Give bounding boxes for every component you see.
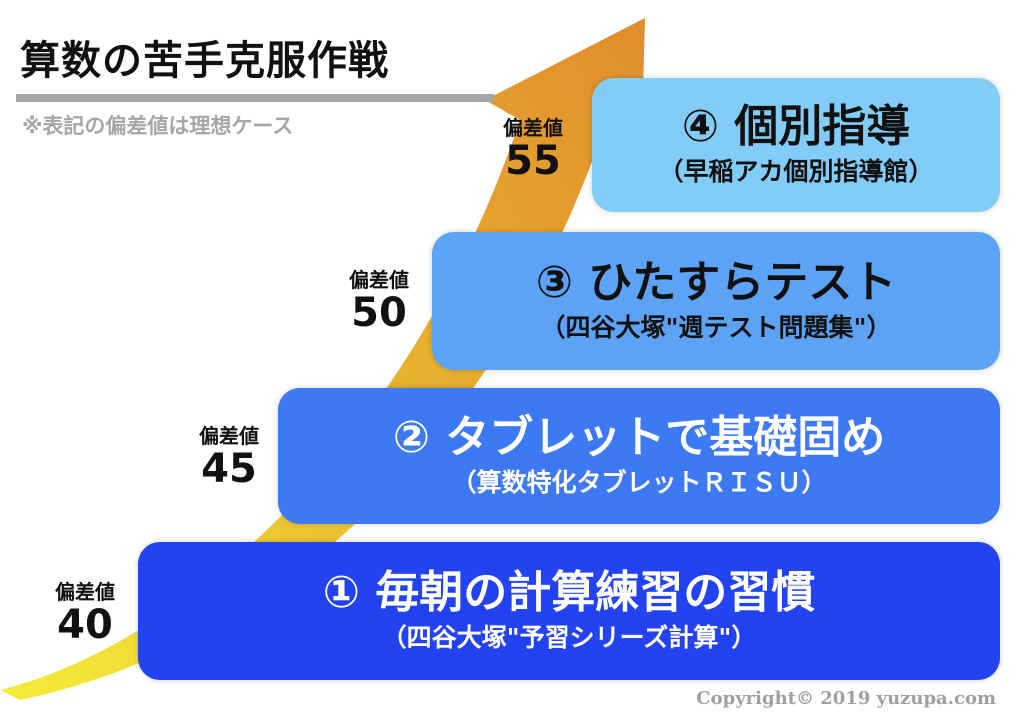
step-title: ② タブレットで基礎固め — [392, 412, 886, 464]
deviation-caption: 偏差値 — [55, 580, 115, 604]
step-title: ① 毎朝の計算練習の習慣 — [322, 567, 816, 619]
deviation-caption: 偏差値 — [199, 424, 259, 448]
copyright-text: Copyright© 2019 yuzupa.com — [696, 688, 996, 709]
deviation-caption: 偏差値 — [349, 268, 409, 292]
deviation-value: 40 — [57, 602, 113, 648]
step-2-box: ② タブレットで基礎固め（算数特化タブレットＲＩＳＵ） — [278, 388, 1000, 524]
step-subtitle: （四谷大塚"予習シリーズ計算"） — [381, 622, 757, 652]
deviation-value: 55 — [505, 138, 561, 184]
step-3-box: ③ ひたすらテスト（四谷大塚"週テスト問題集"） — [432, 232, 1000, 370]
step-title: ④ 個別指導 — [681, 101, 911, 153]
step-subtitle: （四谷大塚"週テスト問題集"） — [540, 312, 892, 342]
page-title: 算数の苦手克服作戦 — [20, 38, 389, 84]
note-text: ※表記の偏差値は理想ケース — [22, 114, 294, 138]
step-subtitle: （算数特化タブレットＲＩＳＵ） — [451, 467, 827, 497]
step-4-box: ④ 個別指導（早稲アカ個別指導館） — [592, 78, 1000, 212]
step-subtitle: （早稲アカ個別指導館） — [658, 156, 934, 186]
deviation-value: 45 — [201, 446, 257, 492]
title-underline — [16, 94, 494, 102]
step-1-box: ① 毎朝の計算練習の習慣（四谷大塚"予習シリーズ計算"） — [138, 542, 1000, 680]
deviation-value: 50 — [351, 290, 407, 336]
step-title: ③ ひたすらテスト — [535, 257, 897, 309]
deviation-caption: 偏差値 — [503, 116, 563, 140]
